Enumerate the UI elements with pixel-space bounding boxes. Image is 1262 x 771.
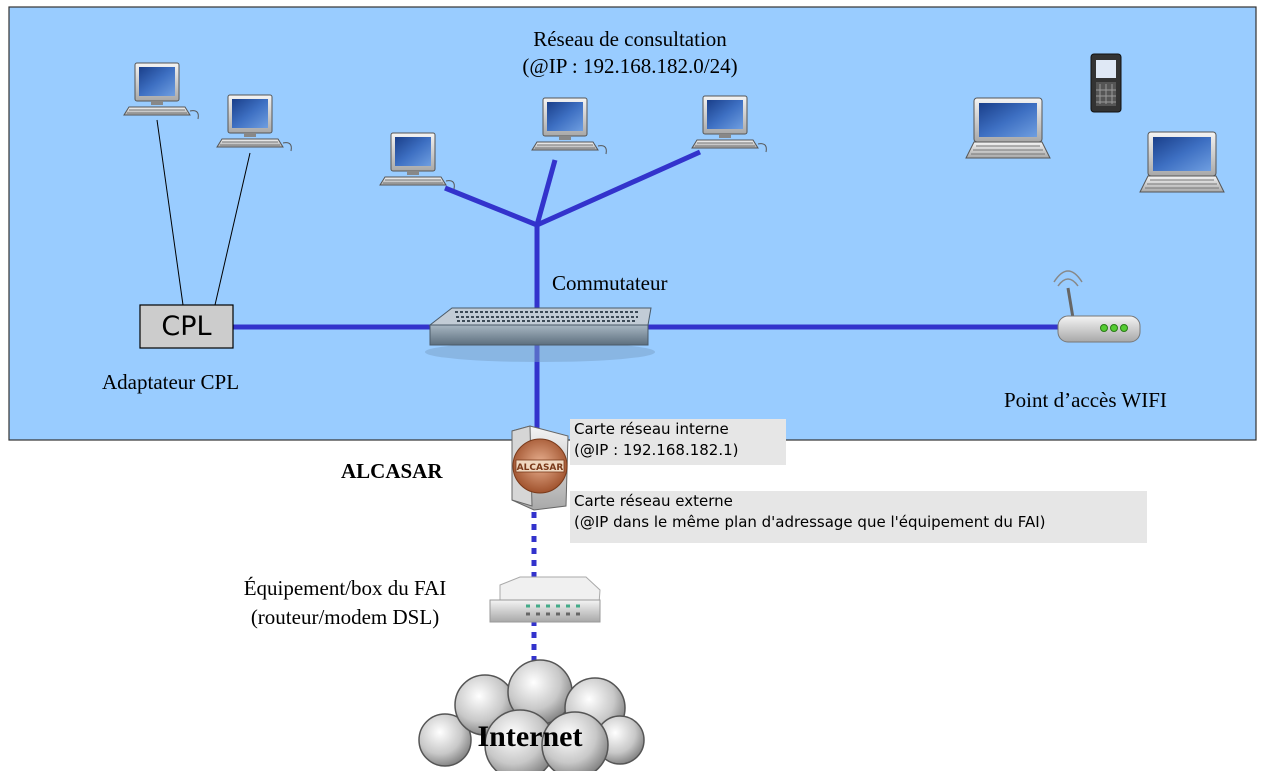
internal-nic-title: Carte réseau interne	[574, 420, 729, 438]
wifi-label: Point d’accès WIFI	[1004, 388, 1167, 412]
external-nic-title: Carte réseau externe	[574, 492, 733, 510]
internal-nic-ip: (@IP : 192.168.182.1)	[574, 441, 739, 459]
network-subnet: (@IP : 192.168.182.0/24)	[522, 54, 738, 78]
wifi-access-point-icon	[1053, 270, 1141, 343]
external-nic-label: Carte réseau externe (@IP dans le même p…	[570, 491, 1147, 543]
mobile-phone-icon	[1090, 53, 1122, 113]
lan-cables	[233, 149, 1060, 432]
external-nic-ip: (@IP dans le même plan d'adressage que l…	[574, 513, 1046, 531]
isp-line-1: Équipement/box du FAI	[243, 576, 447, 600]
alcasar-server-icon: ALCASAR	[511, 425, 569, 511]
lan-area	[8, 6, 1257, 441]
laptop-icon	[965, 97, 1051, 159]
isp-equipment-label: Équipement/box du FAI (routeur/modem DSL…	[200, 574, 490, 632]
cpl-adapter-label: Adaptateur CPL	[102, 370, 240, 394]
network-name: Réseau de consultation	[533, 27, 727, 51]
alcasar-badge-text: ALCASAR	[517, 463, 564, 473]
internet-cloud-icon	[418, 659, 645, 771]
internal-nic-label: Carte réseau interne (@IP : 192.168.182.…	[570, 419, 786, 465]
network-title: Réseau de consultation (@IP : 192.168.18…	[460, 26, 800, 80]
isp-line-2: (routeur/modem DSL)	[250, 605, 440, 629]
internet-label: Internet	[477, 720, 583, 753]
switch-label: Commutateur	[552, 271, 668, 295]
switch-icon	[425, 307, 655, 362]
isp-box-icon	[489, 576, 601, 623]
cpl-box-label: CPL	[161, 311, 212, 342]
cpl-wires	[156, 119, 251, 306]
cpl-adapter-box	[139, 304, 234, 349]
alcasar-label: ALCASAR	[341, 459, 443, 483]
laptop-icon	[1139, 131, 1225, 193]
